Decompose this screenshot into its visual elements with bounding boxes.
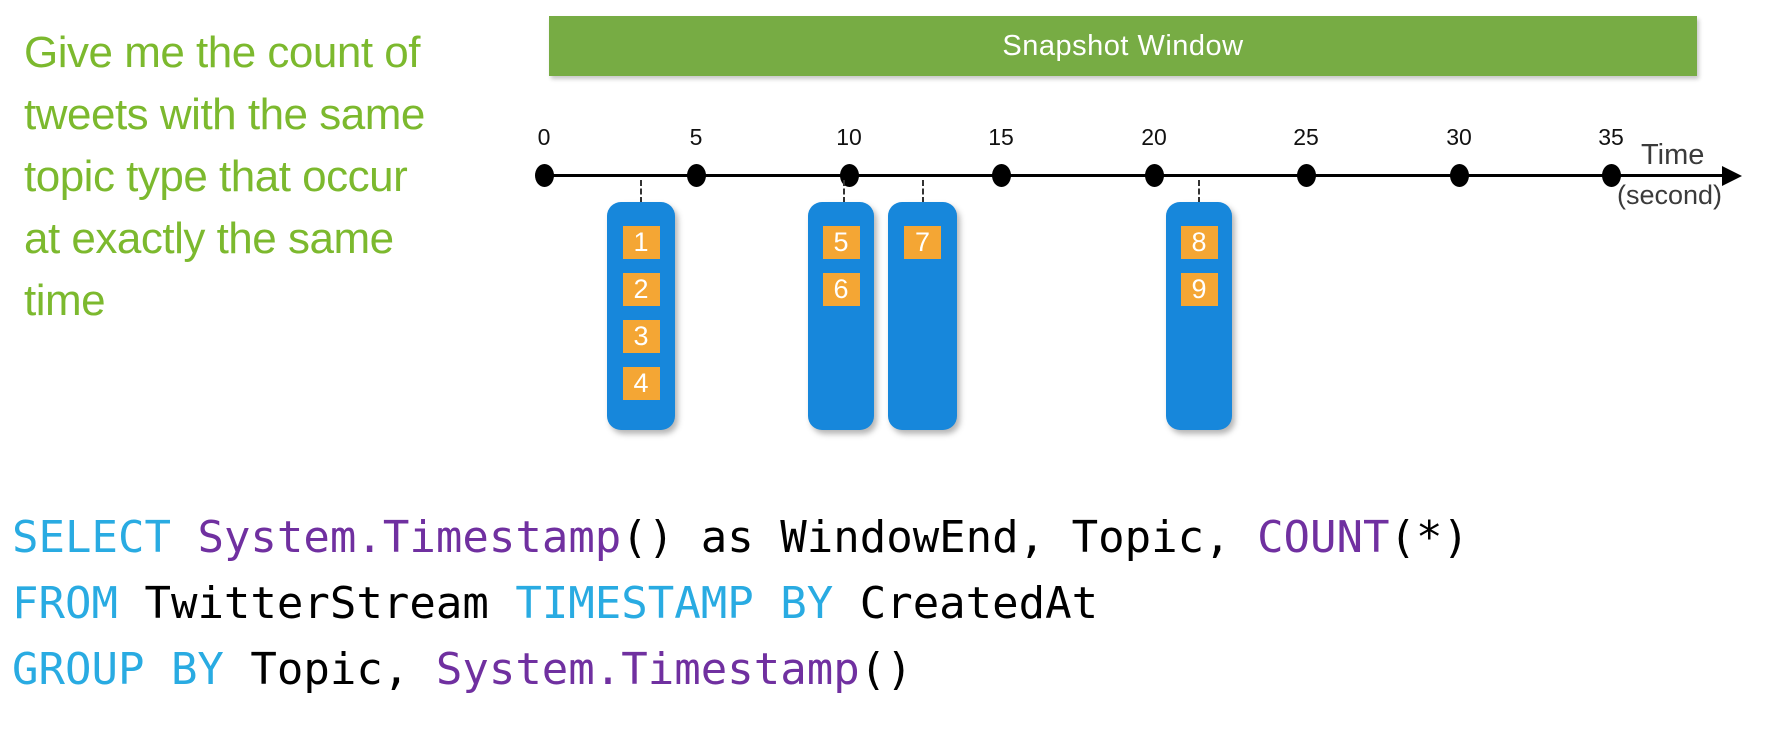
tweet-square: 2 [622,273,660,306]
code-token: System.Timestamp [435,644,860,695]
event-drop-line [843,180,845,203]
tick-dot [991,164,1011,187]
prompt-line: tweets with the same [24,90,425,139]
time-axis-label: Time [1641,139,1705,171]
tweet-square: 7 [904,226,941,259]
event-drop-line [1198,180,1200,203]
tick-dot [1296,164,1316,187]
tick-label: 5 [689,124,703,150]
tick-label: 35 [1598,124,1624,150]
tick-dot [1449,164,1469,187]
code-token: () [859,644,913,695]
tweet-number: 6 [833,274,849,304]
tweet-number: 1 [633,227,649,257]
code-line: FROM TwitterStream TIMESTAMP BY CreatedA… [12,571,1469,637]
snapshot-window-banner: Snapshot Window [549,16,1697,76]
code-token: System.Timestamp [197,512,622,563]
tick-label: 25 [1293,124,1319,150]
tweet-square: 1 [622,226,660,259]
code-token: (*) [1389,512,1469,563]
prompt-line: time [24,276,106,325]
code-token: SELECT [12,512,171,563]
prompt-line: Give me the count of [24,28,420,77]
tweet-square: 6 [822,273,860,306]
tweet-square: 5 [822,226,860,259]
tweet-square: 8 [1180,226,1218,259]
code-token: COUNT [1257,512,1390,563]
code-token: GROUP BY [12,644,224,695]
tick-label: 30 [1446,124,1472,150]
prompt-text: Give me the count of tweets with the same… [24,22,425,332]
tick-label: 20 [1141,124,1167,150]
tweet-square: 3 [622,320,660,353]
tick-label: 15 [988,124,1014,150]
code-line: SELECT System.Timestamp() as WindowEnd, … [12,505,1469,571]
event-drop-line [922,180,924,203]
event-rect: 1 2 3 4 [607,202,675,430]
tweet-number: 9 [1191,274,1207,304]
tick-dot [686,164,706,187]
tweet-number: 5 [833,227,849,257]
tweet-number: 2 [633,274,649,304]
code-line: GROUP BY Topic, System.Timestamp() [12,637,1469,703]
time-axis-unit: (second) [1617,180,1723,210]
code-token: FROM [12,578,118,629]
tick-dot [1601,164,1621,187]
prompt-line: at exactly the same [24,214,394,263]
tick-dot [1144,164,1164,187]
code-token: TIMESTAMP BY [515,578,834,629]
event-rect: 7 [888,202,957,430]
event-drop-line [640,180,642,203]
code-token [171,512,198,563]
sql-code: SELECT System.Timestamp() as WindowEnd, … [12,505,1469,703]
code-token: Topic, [223,644,436,695]
prompt-line: topic type that occur [24,152,408,201]
banner-label: Snapshot Window [1002,29,1244,62]
tweet-number: 7 [914,227,931,257]
tick-dot [534,164,554,187]
tweet-number: 8 [1191,227,1207,257]
tick-label: 10 [836,124,862,150]
tweet-square: 4 [622,367,660,400]
arrow-right-icon [1722,166,1742,186]
timeline-axis [536,174,1722,177]
code-token: CreatedAt [833,578,1099,629]
tweet-square: 9 [1180,273,1218,306]
code-token: TwitterStream [117,578,516,629]
tweet-number: 3 [633,321,649,351]
tweet-number: 4 [633,368,649,398]
code-token: () as WindowEnd, Topic, [621,512,1258,563]
tick-label: 0 [537,124,551,150]
